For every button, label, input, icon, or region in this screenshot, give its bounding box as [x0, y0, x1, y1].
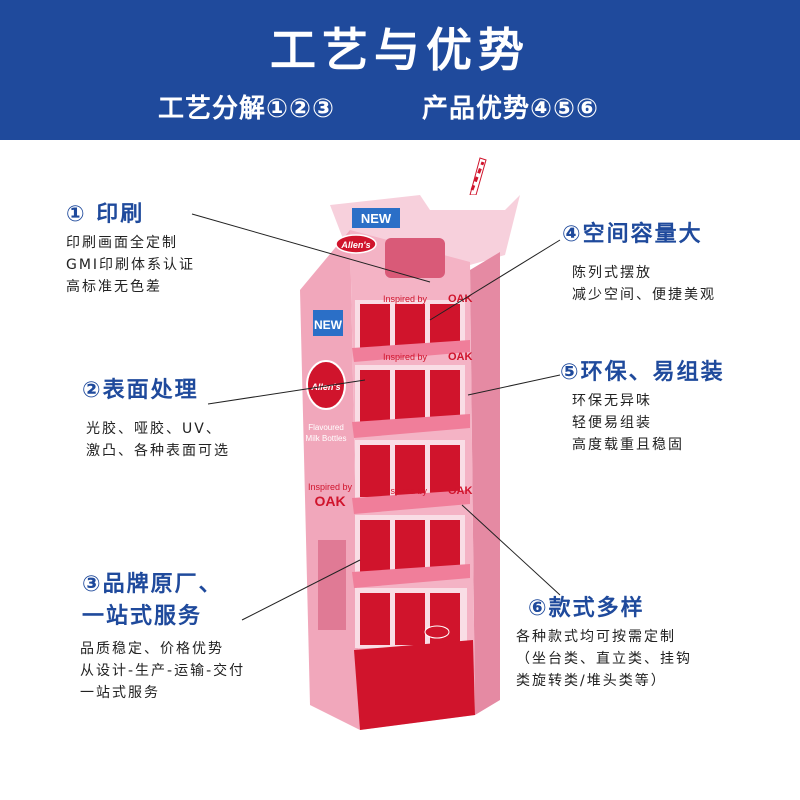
shelf2-inspired-text: Inspired by: [383, 352, 428, 362]
shelf1-oak-text: OAK: [448, 293, 473, 305]
stand-right-side: [470, 252, 500, 715]
shelf3-oak-text: OAK: [448, 485, 473, 497]
feature-printing-line: 印刷画面全定制: [66, 235, 178, 251]
allens-logo-bottom: [424, 625, 450, 639]
shelf-1: [352, 300, 470, 362]
leader-line-1: [191, 213, 431, 283]
allens-logo-header-text: Allen's: [340, 240, 370, 250]
shelf-2: [352, 365, 470, 438]
carton-spout: [420, 195, 520, 210]
page-title: 工艺与优势: [270, 23, 530, 77]
feature-styles-title: ⑥款式多样: [528, 596, 645, 621]
advantage-subtitle: 产品优势④⑤⑥: [422, 94, 600, 124]
shelf-5: [355, 588, 467, 648]
leader-line-6: [461, 504, 561, 596]
feature-printing-title: ① 印刷: [66, 202, 145, 227]
feature-styles-body: 各种款式均可按需定制 （坐台类、直立类、挂钩 类旋转类/堆头类等）: [516, 626, 692, 692]
feature-printing-body: 印刷画面全定制 GMI印刷体系认证 高标准无色差: [66, 232, 195, 298]
shelf1-inspired-text: Inspired by: [383, 294, 428, 304]
feature-capacity-title: ④空间容量大: [562, 222, 703, 247]
feature-styles-line: 类旋转类/堆头类等）: [516, 673, 667, 689]
shelf3-inspired-text: Inspired by: [383, 486, 428, 496]
allens-logo-side-text: Allen's: [310, 382, 340, 392]
feature-printing-line: GMI印刷体系认证: [66, 257, 196, 273]
header-banner: 工艺与优势 工艺分解①②③ 产品优势④⑤⑥: [0, 0, 800, 140]
feature-capacity-line: 陈列式摆放: [572, 265, 652, 281]
side-bottle-graphic: [318, 540, 346, 630]
new-badge-side-text: NEW: [314, 318, 343, 332]
side-oak-text: OAK: [314, 493, 345, 509]
feature-printing-line: 高标准无色差: [66, 279, 162, 295]
feature-eco-line: 轻便易组装: [572, 415, 652, 431]
feature-eco-title: ⑤环保、易组装: [560, 360, 725, 385]
feature-service-line: 从设计-生产-运输-交付: [80, 663, 246, 679]
feature-service-title-line: ③品牌原厂、: [82, 572, 223, 597]
feature-surface-line: 激凸、各种表面可选: [86, 443, 230, 459]
feature-styles-line: 各种款式均可按需定制: [516, 629, 676, 645]
feature-service-body: 品质稳定、价格优势 从设计-生产-运输-交付 一站式服务: [80, 638, 245, 704]
milk-bottle-graphic: [385, 238, 445, 278]
feature-eco-body: 环保无异味 轻便易组装 高度载重且稳固: [572, 390, 684, 456]
side-inspired-text: Inspired by: [308, 482, 353, 492]
feature-service-line: 品质稳定、价格优势: [80, 641, 224, 657]
leader-line-2: [207, 379, 366, 405]
feature-styles-line: （坐台类、直立类、挂钩: [516, 651, 692, 667]
feature-capacity-body: 陈列式摆放 减少空间、便捷美观: [572, 262, 716, 306]
allens-logo-side: [306, 360, 346, 410]
feature-eco-line: 高度载重且稳固: [572, 437, 684, 453]
leader-line-3: [241, 559, 361, 621]
leader-line-5: [467, 374, 561, 396]
feature-service-title: ③品牌原厂、 一站式服务: [82, 566, 223, 630]
feature-service-line: 一站式服务: [80, 685, 160, 701]
feature-surface-title: ②表面处理: [82, 378, 199, 403]
side-flavour-line2: Milk Bottles: [306, 434, 347, 443]
shelf-4: [352, 515, 470, 588]
new-badge-top-text: NEW: [361, 211, 392, 226]
stand-base: [354, 640, 475, 730]
leader-line-4: [429, 239, 561, 321]
straw-graphic: [469, 157, 487, 196]
stand-left-side: [300, 230, 360, 730]
feature-eco-line: 环保无异味: [572, 393, 652, 409]
process-subtitle: 工艺分解①②③: [158, 94, 336, 124]
new-badge-side: [313, 310, 343, 336]
feature-surface-line: 光胶、哑胶、UV、: [86, 421, 222, 437]
shelf2-oak-text: OAK: [448, 351, 473, 363]
feature-capacity-line: 减少空间、便捷美观: [572, 287, 716, 303]
new-badge-top: [352, 208, 400, 228]
feature-service-title-line: 一站式服务: [82, 604, 203, 629]
side-flavour-line1: Flavoured: [308, 423, 344, 432]
allens-logo-header: [335, 234, 377, 254]
shelf-3: [352, 440, 470, 514]
feature-surface-body: 光胶、哑胶、UV、 激凸、各种表面可选: [86, 418, 230, 462]
